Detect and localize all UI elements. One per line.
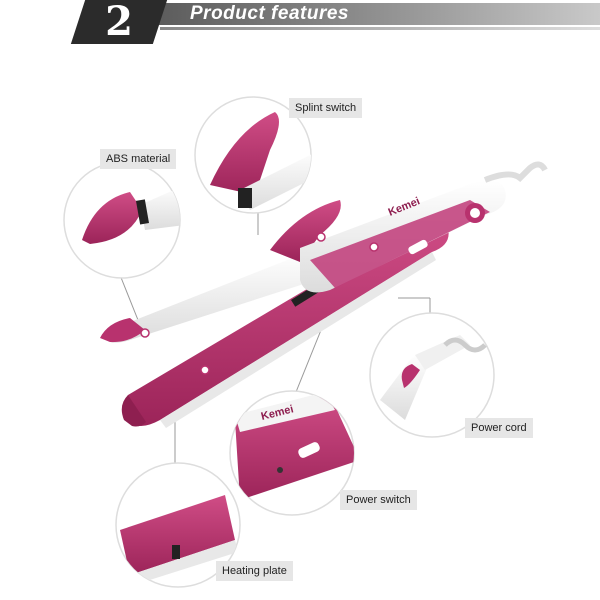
callout-dots [140, 232, 379, 375]
banner-grey-line [160, 27, 600, 30]
banner-grey-bar [150, 3, 600, 25]
section-banner: 2 Product features [0, 0, 600, 45]
label-abs-material: ABS material [100, 149, 177, 169]
label-power-cord: Power cord [465, 418, 533, 438]
label-splint-switch: Splint switch [289, 98, 363, 118]
detail-circle-power-switch: Kemei [229, 390, 355, 516]
label-power-switch: Power switch [340, 490, 417, 510]
detail-circle-abs-material [63, 161, 181, 279]
detail-circle-power-cord [369, 312, 495, 438]
handle: Kemei [300, 161, 548, 293]
detail-circle-heating-plate [115, 462, 241, 588]
detail-circle-splint-switch [194, 96, 312, 214]
label-heating-plate: Heating plate [216, 561, 293, 581]
section-title: Product features [190, 3, 349, 24]
curler-body [100, 200, 341, 343]
